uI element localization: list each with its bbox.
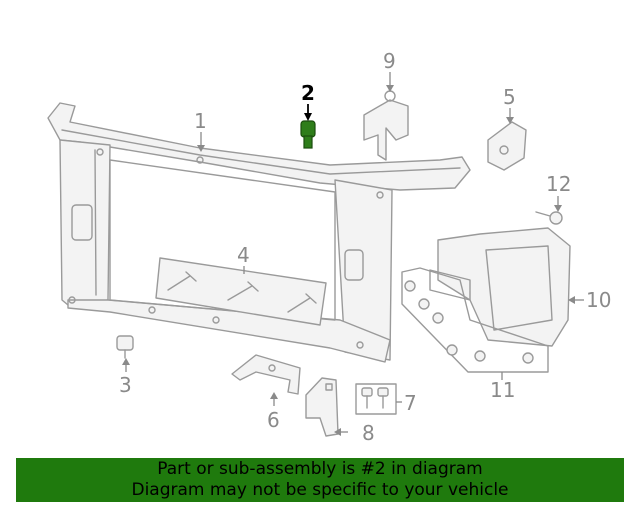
parts-diagram: 1 2 3 4 5 6 7 8 9 10 11 12 <box>47 49 611 445</box>
bracket-part-8 <box>305 377 339 437</box>
headlamp-panel-part-10 <box>429 227 571 347</box>
bracket-part-6 <box>231 354 301 395</box>
callout-1: 1 <box>194 109 207 133</box>
banner-line-2: Diagram may not be specific to your vehi… <box>131 480 509 500</box>
callout-5: 5 <box>503 85 516 109</box>
fastener-group-part-11 <box>401 267 549 373</box>
rivet-panel <box>155 257 327 326</box>
bracket-part-5 <box>487 121 527 171</box>
callout-9: 9 <box>383 49 396 73</box>
callout-4: 4 <box>237 243 250 267</box>
callout-6: 6 <box>267 408 280 432</box>
bracket-part-9 <box>363 90 409 161</box>
callout-11: 11 <box>490 378 515 402</box>
screw-part-12 <box>535 211 563 225</box>
highlighted-bolt-part-2 <box>300 120 316 149</box>
radiator-support-frame <box>47 102 471 363</box>
callout-8: 8 <box>362 421 375 445</box>
leader-lines <box>122 72 584 436</box>
callout-7: 7 <box>404 391 417 415</box>
bolt-part-3 <box>116 335 134 359</box>
callout-2-highlighted: 2 <box>301 81 315 105</box>
callout-12: 12 <box>546 172 571 196</box>
callout-3: 3 <box>119 373 132 397</box>
info-banner: Part or sub-assembly is #2 in diagram Di… <box>16 458 624 502</box>
bolts-part-7 <box>355 383 397 415</box>
banner-line-1: Part or sub-assembly is #2 in diagram <box>157 459 483 479</box>
callout-10: 10 <box>586 288 611 312</box>
callout-numbers: 1 2 3 4 5 6 7 8 9 10 11 12 <box>119 49 611 445</box>
